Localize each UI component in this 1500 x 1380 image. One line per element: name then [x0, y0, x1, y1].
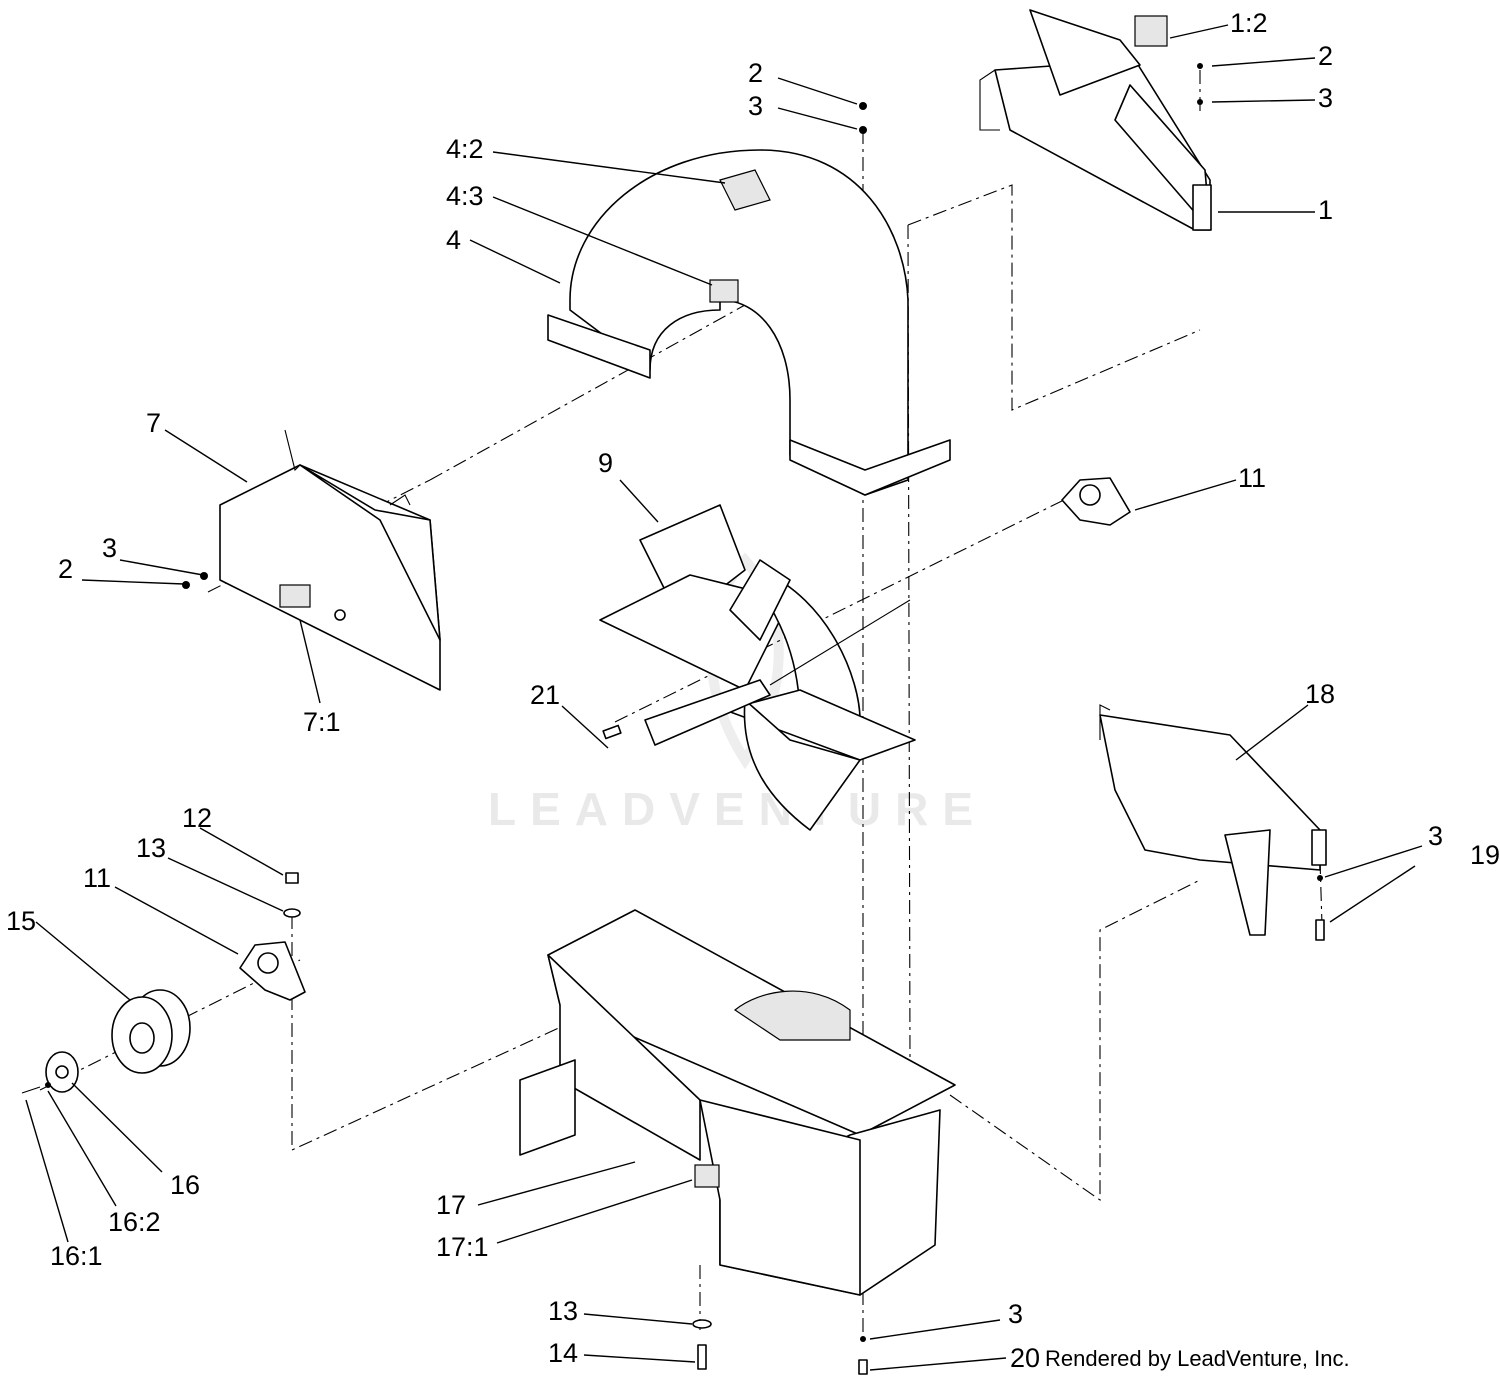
label-7-1: 7:1 [303, 707, 341, 737]
watermark-text: LEADVENTURE [488, 783, 987, 835]
leader-lines [25, 24, 1423, 1371]
part-1-upper-chute [979, 9, 1212, 231]
label-1: 1 [1318, 195, 1333, 225]
label-1-2: 1:2 [1230, 8, 1268, 38]
part-21-key [602, 724, 622, 740]
label-3-left: 3 [102, 533, 117, 563]
part-7-left-cover [219, 429, 441, 691]
label-21: 21 [530, 680, 560, 710]
decal-4-2 [719, 169, 771, 211]
part-19-bolt [1315, 919, 1325, 941]
label-3-right: 3 [1318, 83, 1333, 113]
label-4-3: 4:3 [446, 181, 484, 211]
part-2-nut-left [182, 581, 190, 589]
part-3-washer-right [1197, 99, 1203, 105]
part-16-hub [45, 1051, 79, 1093]
part-3-washer-bottom [860, 1336, 866, 1342]
part-2-nut-top [859, 102, 867, 110]
label-11-right: 11 [1238, 463, 1266, 493]
part-9-impeller [599, 504, 916, 831]
part-3-washer-left [200, 572, 208, 580]
label-2-top: 2 [748, 58, 763, 88]
label-20: 20 [1010, 1343, 1040, 1373]
decal-4-3 [709, 279, 739, 303]
part-18-right-chute [1099, 704, 1327, 936]
part-4-fan-housing [547, 149, 951, 496]
render-credit: Rendered by LeadVenture, Inc. [1045, 1346, 1350, 1371]
label-16: 16 [170, 1170, 200, 1200]
label-13-bottom: 13 [548, 1296, 578, 1326]
label-19: 19 [1470, 840, 1500, 870]
label-4-2: 4:2 [446, 134, 484, 164]
label-16-2: 16:2 [108, 1207, 161, 1237]
label-4: 4 [446, 225, 461, 255]
part-3-washer-top [859, 126, 867, 134]
label-18: 18 [1305, 679, 1335, 709]
part-13-washer-bottom [692, 1319, 712, 1329]
part-13-washer-left [283, 908, 301, 918]
label-2-left: 2 [58, 554, 73, 584]
decal-17-1 [694, 1164, 720, 1188]
label-15: 15 [6, 906, 36, 936]
part-20-bolt [858, 1359, 868, 1375]
label-2-right: 2 [1318, 41, 1333, 71]
label-13-left: 13 [136, 833, 166, 863]
label-11-left: 11 [83, 863, 111, 893]
callout-labels: 1:2 2 3 2 3 4:2 4:3 4 1 7 9 11 3 2 7:1 2… [6, 8, 1500, 1373]
label-14: 14 [548, 1338, 578, 1368]
label-9: 9 [598, 448, 613, 478]
part-12-bolt [285, 872, 299, 884]
label-3-mid-right: 3 [1428, 821, 1443, 851]
decal-7-1 [279, 584, 311, 608]
label-3-bottom: 3 [1008, 1299, 1023, 1329]
part-16-1-screw [21, 1086, 41, 1094]
label-7: 7 [146, 408, 161, 438]
part-11-bearing-left [239, 941, 306, 1001]
decal-1-2 [1134, 15, 1168, 47]
label-17-1: 17:1 [436, 1232, 489, 1262]
part-15-pulley [111, 989, 191, 1074]
label-16-1: 16:1 [50, 1241, 103, 1271]
part-16-2-washer [45, 1082, 51, 1088]
part-14-bolt [697, 1344, 707, 1370]
part-11-bearing-right [1061, 477, 1131, 526]
label-17: 17 [436, 1190, 466, 1220]
part-2-nut-right [1197, 63, 1203, 69]
part-17-lower-housing [519, 909, 956, 1296]
hardware [45, 63, 1325, 1375]
label-3-top: 3 [748, 91, 763, 121]
part-3-washer-mid-right [1317, 875, 1323, 881]
label-12: 12 [182, 803, 212, 833]
